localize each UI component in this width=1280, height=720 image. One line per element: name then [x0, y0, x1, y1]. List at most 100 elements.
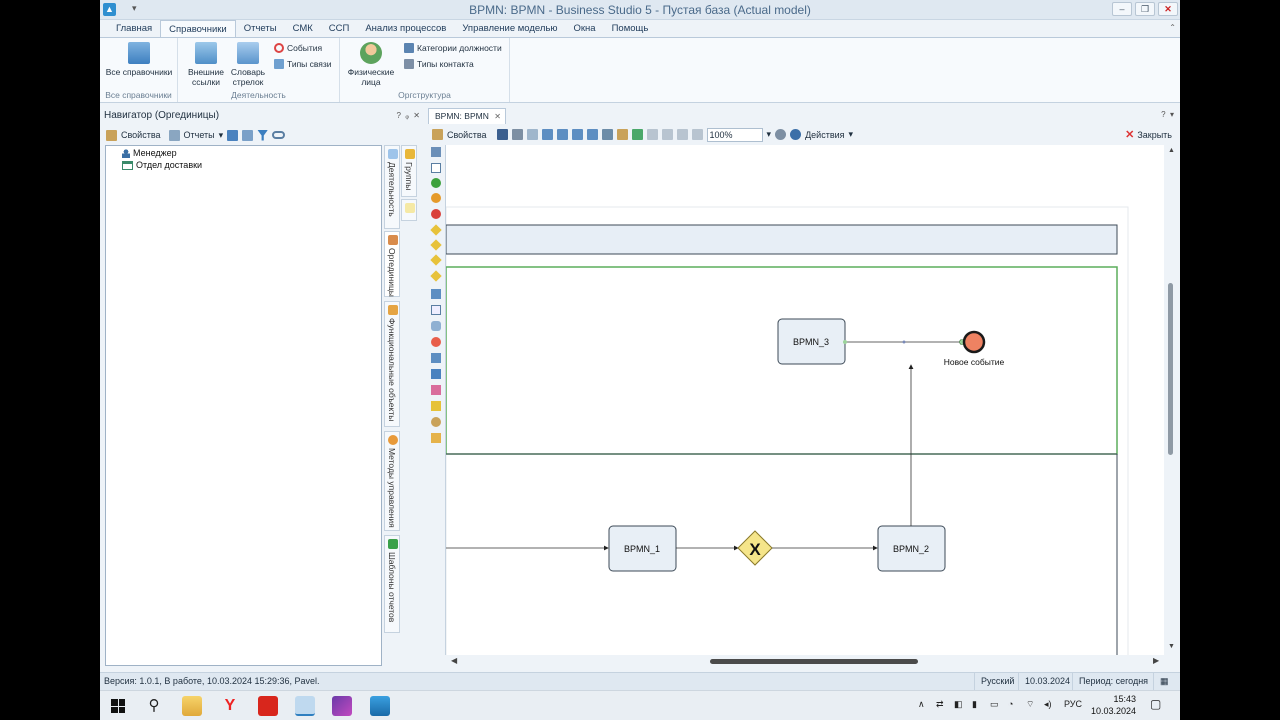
folder-tool-icon[interactable] — [431, 433, 441, 443]
horizontal-scrollbar[interactable]: ◀ ▶ — [445, 655, 1164, 668]
zoom-in-icon[interactable] — [691, 129, 703, 140]
tab-main[interactable]: Главная — [116, 23, 153, 34]
bpmn-diagram[interactable]: BPMN_3 Новое событие BPMN_1 — [446, 145, 1172, 655]
tab-windows[interactable]: Окна — [573, 23, 596, 34]
tray-expand-icon[interactable]: ∧ — [918, 699, 925, 709]
video-editor-icon[interactable] — [332, 696, 352, 716]
windows-start-icon[interactable] — [108, 696, 128, 716]
vertical-scrollbar[interactable]: ▲ ▼ — [1164, 145, 1180, 655]
side-tab-notes[interactable] — [401, 199, 417, 221]
properties-button[interactable]: Свойства — [447, 129, 487, 140]
actions-dropdown-icon[interactable]: ▾ — [848, 129, 854, 139]
refresh-icon[interactable] — [242, 129, 254, 141]
tree-item[interactable]: Менеджер — [122, 148, 177, 158]
close-diagram-button[interactable]: ✕ Закрыть — [1125, 129, 1172, 141]
side-tab-report-templates[interactable]: Шаблоны отчетов — [384, 535, 400, 633]
position-categories-button[interactable]: Категории должности — [404, 43, 502, 53]
calendar-icon[interactable]: ▦ — [1153, 673, 1175, 690]
side-tab-groups[interactable]: Группы — [401, 145, 417, 197]
tray-wifi-icon[interactable]: ⌔ — [1026, 699, 1035, 709]
back-icon[interactable] — [646, 129, 658, 140]
document-tab[interactable]: BPMN: BPMN ✕ — [428, 108, 506, 124]
task-bpmn-3[interactable]: BPMN_3 — [777, 318, 846, 365]
forward-icon[interactable] — [661, 129, 673, 140]
business-studio-icon[interactable] — [295, 696, 315, 716]
minimize-icon[interactable]: – — [1112, 2, 1132, 16]
tab-help[interactable]: Помощь — [611, 23, 649, 34]
tab-references[interactable]: Справочники — [160, 20, 236, 38]
intermediate-event-tool-icon[interactable] — [431, 193, 441, 203]
start-event-tool-icon[interactable] — [431, 178, 441, 188]
tray-volume-icon[interactable]: ◂) — [1044, 699, 1052, 709]
arrows-dictionary-button[interactable]: Словарь стрелок — [228, 42, 268, 87]
period-status[interactable]: Период: сегодня — [1072, 673, 1154, 690]
scroll-right-icon[interactable]: ▶ — [1153, 656, 1160, 665]
exclusive-gateway[interactable]: X — [737, 530, 773, 566]
layout-icon[interactable] — [541, 129, 553, 140]
side-tab-orgunits[interactable]: Оргединицы — [384, 231, 400, 297]
close-tab-icon[interactable]: ✕ — [494, 112, 501, 121]
annotation-tool-icon[interactable] — [431, 321, 441, 331]
data-object-tool-icon[interactable] — [431, 289, 441, 299]
chain-icon[interactable] — [272, 131, 286, 139]
fit-icon[interactable] — [571, 129, 583, 140]
filter-icon[interactable] — [257, 129, 269, 141]
document-panel-controls[interactable]: ? ▾ — [1161, 110, 1174, 119]
link-icon[interactable] — [227, 129, 239, 141]
parallel-gateway-tool-icon[interactable] — [430, 239, 442, 251]
event-gateway-tool-icon[interactable] — [430, 270, 442, 282]
panel-controls[interactable]: ? ᵩ ✕ — [396, 111, 420, 120]
date-status[interactable]: 10.03.2024 — [1018, 673, 1076, 690]
zoom-dropdown-icon[interactable]: ▾ — [766, 129, 772, 139]
note-tool-icon[interactable] — [431, 401, 441, 411]
connect-icon[interactable] — [631, 129, 643, 140]
diagram-canvas[interactable]: BPMN_3 Новое событие BPMN_1 — [445, 145, 1172, 655]
print-icon[interactable] — [511, 129, 523, 140]
task-tool-icon[interactable] — [431, 163, 441, 173]
format-painter-icon[interactable] — [616, 129, 628, 140]
reports-button[interactable]: Отчеты — [183, 130, 215, 140]
end-event[interactable]: Новое событие — [944, 330, 1005, 367]
task-bpmn-2[interactable]: BPMN_2 — [877, 525, 946, 572]
restore-icon[interactable]: ❐ — [1135, 2, 1155, 16]
side-tab-functional-objects[interactable]: Функциональные объекты — [384, 301, 400, 427]
tray-app-icon[interactable]: ◧ — [954, 699, 963, 709]
contact-types-button[interactable]: Типы контакта — [404, 59, 474, 69]
actions-button[interactable]: Действия — [805, 129, 845, 140]
horizontal-scroll-thumb[interactable] — [710, 659, 918, 664]
reports-dropdown-icon[interactable]: ▾ — [218, 129, 224, 140]
side-tab-activity[interactable]: Деятельность — [384, 145, 400, 229]
timer-tool-icon[interactable] — [431, 337, 441, 347]
scroll-up-icon[interactable]: ▲ — [1168, 147, 1175, 154]
tab-reports[interactable]: Отчеты — [243, 23, 277, 34]
group-tool-icon[interactable] — [431, 385, 441, 395]
ribbon-collapse-icon[interactable]: ⌃ — [1169, 23, 1176, 32]
scroll-left-icon[interactable]: ◀ — [451, 656, 458, 665]
app-window-icon[interactable] — [370, 696, 390, 716]
doc-tool-icon[interactable] — [431, 353, 441, 363]
resource-tool-icon[interactable] — [431, 417, 441, 427]
yandex-browser-icon[interactable]: Y — [224, 697, 236, 714]
pool-tool-icon[interactable] — [431, 305, 441, 315]
tray-microphone-icon[interactable]: ▮ — [972, 699, 977, 709]
inclusive-gateway-tool-icon[interactable] — [430, 254, 442, 266]
tree-item[interactable]: Отдел доставки — [122, 160, 202, 170]
quick-access-dropdown-icon[interactable]: ▾ — [132, 3, 137, 13]
settings-icon[interactable] — [775, 129, 787, 140]
tray-battery-icon[interactable]: ▭ — [990, 699, 999, 709]
zoom-select[interactable]: 100% — [706, 127, 763, 142]
tab-ssp[interactable]: ССП — [328, 23, 350, 34]
image-icon[interactable] — [601, 129, 613, 140]
gateway-tool-icon[interactable] — [430, 224, 442, 236]
scroll-down-icon[interactable]: ▼ — [1168, 643, 1175, 650]
link-types-button[interactable]: Типы связи — [274, 59, 332, 69]
vertical-scroll-thumb[interactable] — [1168, 283, 1173, 455]
file-explorer-icon[interactable] — [182, 696, 202, 716]
language-status[interactable]: Русский — [974, 673, 1020, 690]
external-links-button[interactable]: Внешние ссылки — [186, 42, 226, 87]
close-window-icon[interactable]: ✕ — [1158, 2, 1178, 16]
notifications-icon[interactable]: ▢ — [1150, 697, 1162, 711]
tray-network-icon[interactable]: ◔ — [1008, 699, 1014, 709]
tab-process-analysis[interactable]: Анализ процессов — [365, 23, 447, 34]
pan-icon[interactable] — [586, 129, 598, 140]
